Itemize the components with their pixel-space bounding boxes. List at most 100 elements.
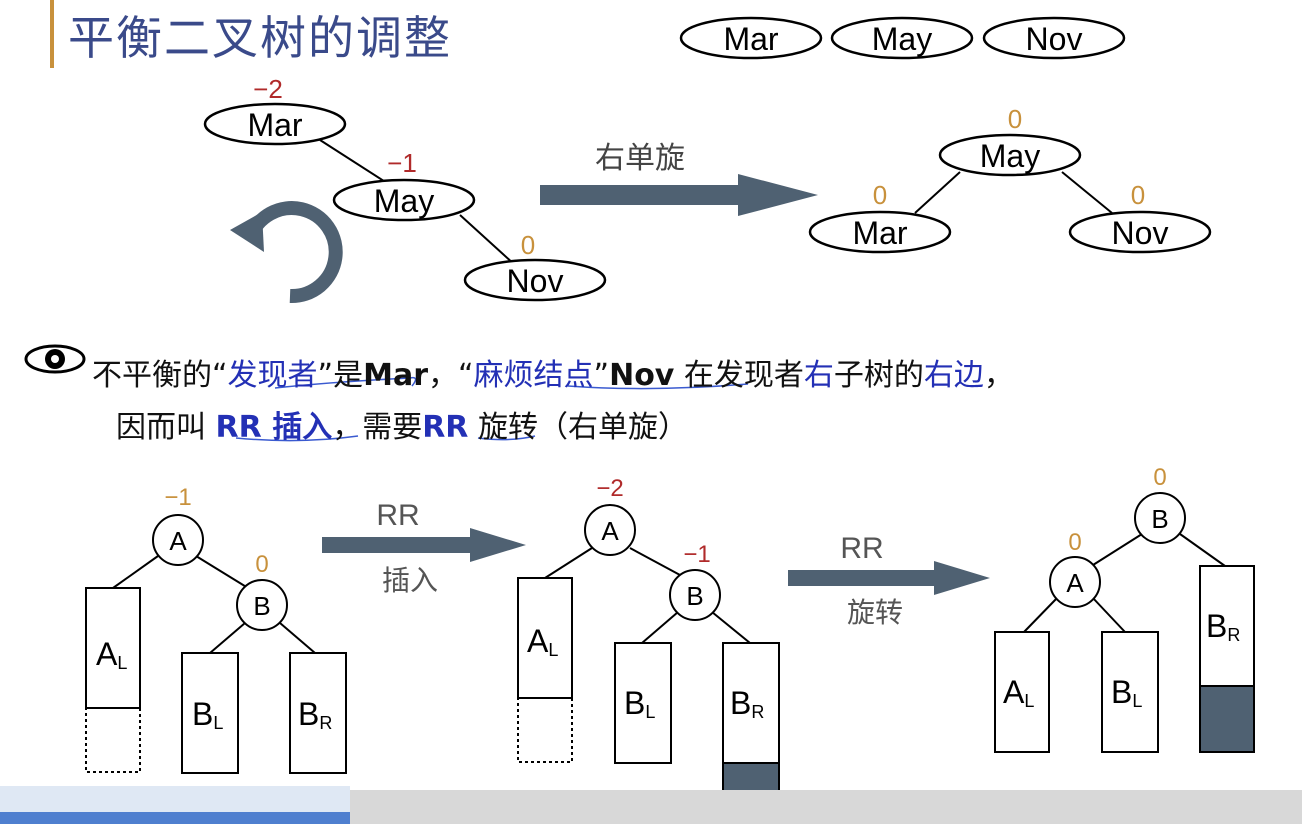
subtree-al	[85, 587, 141, 709]
node-a-label: A	[601, 516, 619, 546]
node-mar	[808, 210, 952, 254]
subtree-al-placeholder	[517, 697, 573, 763]
node-a-label: A	[169, 526, 187, 556]
subtree-al-placeholder	[85, 707, 141, 773]
rr-rotation-arrow-top: RR	[840, 532, 883, 565]
node-b-bf: 0	[1153, 464, 1166, 491]
right-rotation-arrow-label: 右单旋	[595, 141, 685, 176]
sequence-item-may-label: May	[872, 21, 932, 57]
sequence-item-mar	[679, 16, 823, 60]
note-text-highlight: 麻烦结点	[473, 358, 594, 393]
node-b	[236, 579, 288, 631]
subtree-al-label: AL	[96, 636, 127, 673]
note-text-bold: Mar	[363, 358, 428, 393]
eye-icon	[24, 344, 86, 374]
subtree-br	[722, 642, 780, 764]
node-may-label: May	[374, 183, 434, 219]
subtree-bl	[614, 642, 672, 764]
tree-edge	[914, 171, 961, 214]
node-nov	[1068, 210, 1212, 254]
subtree-br	[1199, 565, 1255, 687]
note-text-highlight: RR	[422, 410, 469, 445]
video-progress-bar[interactable]	[0, 812, 350, 824]
note-text-highlight: RR 插入	[215, 410, 333, 445]
subtree-br-label: BR	[1206, 608, 1240, 645]
note-text: 旋转（右单旋）	[468, 410, 688, 445]
sequence-list: Mar May Nov	[679, 16, 1126, 60]
rr-insert-arrow-bottom: 插入	[382, 564, 438, 597]
note-text: 不平衡的“	[92, 358, 228, 393]
sequence-item-may	[830, 16, 974, 60]
node-nov-label: Nov	[1112, 215, 1169, 251]
note-text: 在发现者	[674, 358, 804, 393]
subtree-br	[289, 652, 347, 774]
tree-edge	[319, 139, 391, 186]
node-may	[938, 133, 1082, 177]
node-nov-bf: 0	[1131, 180, 1145, 210]
subtree-br-label: BR	[730, 685, 764, 722]
subtree-bl-label: BL	[192, 696, 223, 733]
explanation-line-1: 不平衡的“发现者”是Mar，“麻烦结点”Nov 在发现者右子树的右边，	[92, 350, 1014, 394]
note-text-highlight: 右边	[923, 358, 984, 393]
slide-title: 平衡二叉树的调整	[68, 11, 452, 65]
node-mar-bf: 0	[873, 180, 887, 210]
subtree-al-label: AL	[527, 623, 558, 660]
rr-insert-arrow: RR 插入	[322, 499, 526, 597]
rr-insert-arrow-top: RR	[376, 499, 419, 532]
video-bottom-bar	[350, 790, 1302, 824]
node-mar-label: Mar	[852, 215, 907, 251]
node-b	[1134, 492, 1186, 544]
node-may-label: May	[980, 138, 1040, 174]
rr-rotation-arrow-bottom: 旋转	[847, 596, 903, 629]
unbalanced-tree: Mar −2 May −1 Nov 0	[203, 74, 607, 302]
node-b-label: B	[253, 591, 270, 621]
explanation-line-2: 因而叫 RR 插入，需要RR 旋转（右单旋）	[116, 402, 688, 446]
balanced-tree: May 0 Mar 0 Nov 0	[808, 104, 1212, 254]
node-b-label: B	[1151, 504, 1168, 534]
node-a-bf: 0	[1068, 529, 1081, 556]
node-a-label: A	[1066, 568, 1084, 598]
node-may-bf: −1	[387, 148, 417, 178]
note-text-bold: Nov	[609, 358, 675, 393]
note-text: ”	[593, 358, 610, 393]
node-nov-bf: 0	[521, 230, 535, 260]
subtree-al	[517, 577, 573, 699]
note-text: 子树的	[833, 358, 924, 393]
sequence-item-mar-label: Mar	[723, 21, 778, 57]
node-mar	[203, 102, 347, 146]
sequence-item-nov-label: Nov	[1026, 21, 1083, 57]
node-b-bf: 0	[255, 551, 268, 578]
node-mar-label: Mar	[247, 107, 302, 143]
inserted-node-block	[1199, 685, 1255, 753]
annotation-stroke	[274, 376, 417, 389]
note-text-highlight: 右	[803, 358, 834, 393]
rr-diagram-before-insert: A −1 B 0 AL BL BR	[85, 484, 347, 774]
note-text: ，需要	[332, 410, 423, 445]
rr-rotation-arrow: RR 旋转	[788, 532, 990, 629]
node-a	[584, 504, 636, 556]
inserted-node-block	[722, 762, 780, 794]
tree-edge	[459, 214, 516, 266]
subtree-bl-label: BL	[624, 685, 655, 722]
node-may	[332, 178, 476, 222]
subtree-al-label: AL	[1003, 674, 1034, 711]
rr-diagram-after-insert: A −2 B −1 AL BL BR	[517, 475, 780, 794]
note-text-highlight: 发现者	[227, 358, 318, 393]
note-text: 因而叫	[116, 410, 216, 445]
right-rotation-arrow: 右单旋	[540, 141, 818, 216]
note-text: ，	[983, 358, 1014, 393]
rotate-left-icon	[230, 201, 343, 304]
node-a	[1049, 556, 1101, 608]
node-a	[152, 514, 204, 566]
annotation-stroke	[235, 435, 359, 442]
subtree-br-label: BR	[298, 696, 332, 733]
node-a-bf: −1	[164, 484, 191, 511]
note-text: ，“	[428, 358, 474, 393]
subtree-bl	[1101, 631, 1159, 753]
subtree-bl	[181, 652, 239, 774]
handwritten-annotations	[235, 376, 749, 442]
node-b	[669, 569, 721, 621]
sequence-item-nov	[982, 16, 1126, 60]
